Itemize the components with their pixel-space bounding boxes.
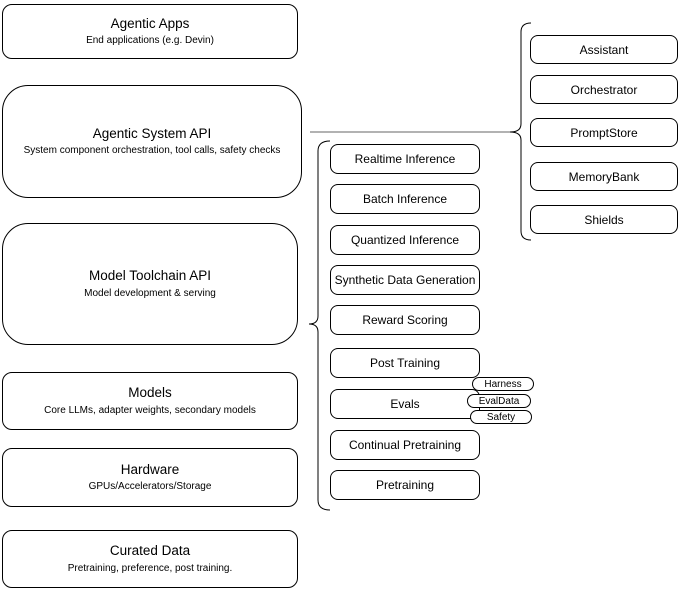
layer-subtitle: Pretraining, preference, post training. (67, 562, 233, 574)
agentic-item-label: MemoryBank (568, 169, 640, 184)
layer-hardware: Hardware GPUs/Accelerators/Storage (2, 448, 298, 507)
agentic-group-brace (509, 22, 532, 241)
agentic-item-label: Orchestrator (570, 82, 638, 97)
toolchain-item-label: Synthetic Data Generation (334, 273, 476, 287)
toolchain-item-label: Continual Pretraining (348, 438, 462, 452)
toolchain-group-brace (308, 140, 331, 511)
agentic-item-label: PromptStore (570, 125, 638, 140)
badge-label: Safety (486, 411, 516, 423)
layer-curated-data: Curated Data Pretraining, preference, po… (2, 530, 298, 588)
layer-subtitle: Core LLMs, adapter weights, secondary mo… (44, 404, 256, 416)
evals-badge-harness: Harness (472, 377, 534, 391)
toolchain-item-synthetic-data-generation: Synthetic Data Generation (330, 265, 480, 295)
agentic-item-shields: Shields (530, 205, 678, 234)
toolchain-item-realtime-inference: Realtime Inference (330, 144, 480, 174)
evals-badge-safety: Safety (470, 410, 532, 424)
toolchain-item-evals: Evals (330, 389, 480, 419)
agentic-item-orchestrator: Orchestrator (530, 75, 678, 104)
toolchain-item-reward-scoring: Reward Scoring (330, 305, 480, 335)
agentic-item-label: Shields (584, 212, 624, 227)
layer-agentic-system-api: Agentic System API System component orch… (2, 85, 302, 198)
layer-title: Agentic Apps (110, 15, 190, 31)
toolchain-item-label: Evals (390, 397, 420, 411)
layer-model-toolchain-api: Model Toolchain API Model development & … (2, 223, 298, 345)
evals-badge-evaldata: EvalData (467, 394, 531, 408)
layer-title: Curated Data (109, 543, 191, 559)
layer-title: Agentic System API (92, 125, 212, 141)
agentic-item-label: Assistant (579, 42, 629, 57)
badge-label: Harness (484, 378, 522, 390)
layer-title: Models (128, 385, 172, 401)
toolchain-item-batch-inference: Batch Inference (330, 184, 480, 214)
layer-title: Model Toolchain API (88, 268, 212, 284)
toolchain-item-pretraining: Pretraining (330, 470, 480, 500)
agentic-item-promptstore: PromptStore (530, 118, 678, 147)
layer-title: Hardware (120, 461, 180, 477)
badge-label: EvalData (478, 395, 520, 407)
layer-subtitle: GPUs/Accelerators/Storage (88, 481, 212, 493)
agentic-item-memorybank: MemoryBank (530, 162, 678, 191)
toolchain-item-label: Realtime Inference (354, 152, 456, 166)
agentic-item-assistant: Assistant (530, 35, 678, 64)
toolchain-item-post-training: Post Training (330, 348, 480, 378)
layer-subtitle: Model development & serving (84, 287, 216, 299)
layer-agentic-apps: Agentic Apps End applications (e.g. Devi… (2, 4, 298, 59)
toolchain-item-label: Pretraining (375, 478, 435, 492)
layer-models: Models Core LLMs, adapter weights, secon… (2, 372, 298, 430)
layer-subtitle: End applications (e.g. Devin) (86, 35, 214, 47)
toolchain-item-label: Batch Inference (362, 192, 448, 206)
toolchain-item-quantized-inference: Quantized Inference (330, 225, 480, 255)
toolchain-item-continual-pretraining: Continual Pretraining (330, 430, 480, 460)
toolchain-item-label: Quantized Inference (350, 233, 460, 247)
layer-subtitle: System component orchestration, tool cal… (23, 145, 281, 157)
toolchain-item-label: Reward Scoring (362, 313, 448, 327)
toolchain-item-label: Post Training (369, 356, 441, 370)
